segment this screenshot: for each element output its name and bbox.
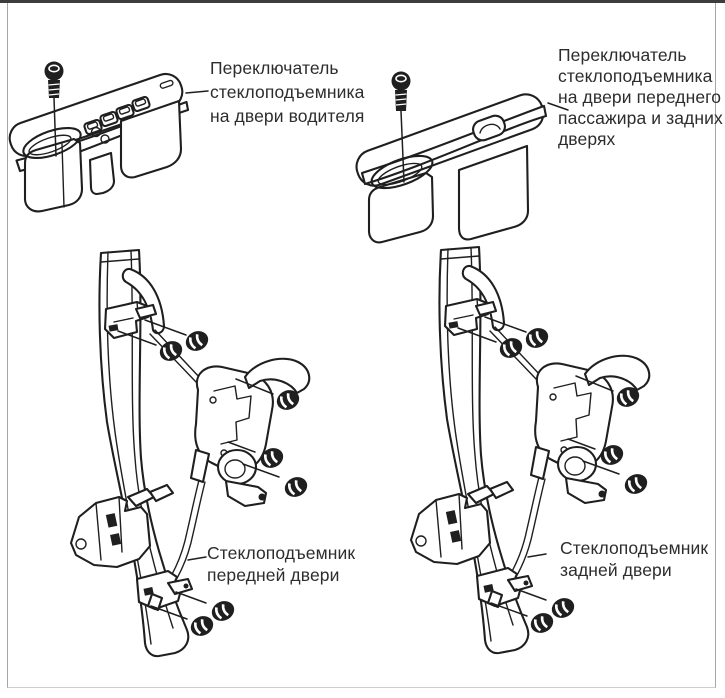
front-door-regulator-figure	[71, 250, 310, 656]
rear-regulator-label: Стеклоподъемник задней двери	[560, 538, 709, 580]
page-frame	[7, 3, 716, 688]
screw-icon	[391, 71, 411, 183]
driver-switch-figure	[8, 61, 209, 213]
front-regulator-label: Стеклоподъемник передней двери	[207, 543, 356, 585]
top-border	[0, 0, 725, 3]
rear-door-regulator-figure	[411, 247, 650, 653]
passenger-switch-figure	[355, 71, 569, 244]
passenger-switch-label: Переключатель стеклоподъемника на двери …	[558, 45, 723, 149]
screw-icon	[44, 61, 64, 157]
driver-switch-label: Переключатель стеклоподъемника на двери …	[210, 58, 365, 126]
rocker-switch-icons	[83, 95, 151, 136]
